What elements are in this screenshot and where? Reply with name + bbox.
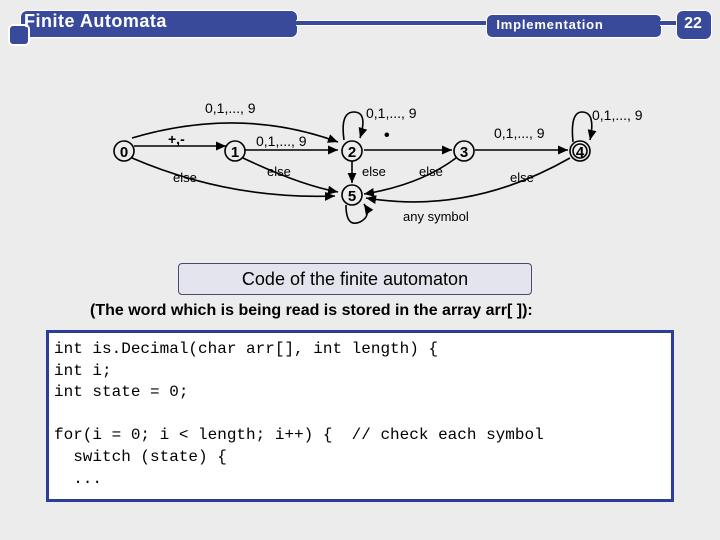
state-3 <box>453 140 475 162</box>
page-number-box <box>676 10 712 40</box>
state-4-label: 4 <box>576 144 585 161</box>
state-2 <box>341 140 363 162</box>
state-5 <box>341 184 363 206</box>
state-0 <box>113 140 135 162</box>
state-4-accept-ring <box>572 143 588 159</box>
label-2-5: else <box>362 164 386 179</box>
label-0-1: +,- <box>168 131 185 147</box>
state-2-label: 2 <box>348 144 356 161</box>
code-block <box>46 330 674 502</box>
state-1 <box>224 140 246 162</box>
code-heading: Code of the finite automaton <box>241 269 469 289</box>
label-1-2: 0,1,..., 9 <box>256 133 307 149</box>
label-4-loop: 0,1,..., 9 <box>592 107 643 123</box>
slide-title: Finite Automata <box>24 11 167 31</box>
label-2-3: • <box>384 127 390 144</box>
label-4-5: else <box>510 170 534 185</box>
label-5-loop: any symbol <box>403 209 469 224</box>
edge-3-5 <box>363 157 457 197</box>
header-divider <box>296 20 486 26</box>
title-bar-knob <box>8 24 30 46</box>
code-line: int is.Decimal(char arr[], int length) { <box>54 340 439 358</box>
label-2-loop: 0,1,..., 9 <box>366 105 417 121</box>
title-bar <box>20 10 298 38</box>
label-3-4: 0,1,..., 9 <box>494 125 545 141</box>
code-line: ... <box>54 470 103 488</box>
edge-4-loop <box>571 111 597 143</box>
state-1-label: 1 <box>231 144 239 161</box>
code-line: int state = 0; <box>54 383 189 401</box>
code-line: for(i = 0; i < length; i++) { // check e… <box>54 426 544 444</box>
page-number: 22 <box>684 15 702 32</box>
edge-5-loop <box>345 203 374 224</box>
label-0-2: 0,1,..., 9 <box>205 100 256 116</box>
automaton-diagram: 0 1 2 3 4 5 +,- else 0,1,..., 9 0,1,...,… <box>113 100 643 224</box>
code-line: switch (state) { <box>54 448 227 466</box>
state-5-label: 5 <box>348 188 356 205</box>
edge-2-loop <box>342 111 368 141</box>
code-note: (The word which is being read is stored … <box>90 302 533 319</box>
state-0-label: 0 <box>120 144 128 161</box>
state-3-label: 3 <box>460 144 468 161</box>
code-line: int i; <box>54 362 112 380</box>
edge-0-5 <box>131 157 336 201</box>
edge-4-5 <box>365 157 571 205</box>
label-3-5: else <box>419 164 443 179</box>
label-0-5: else <box>173 170 197 185</box>
label-1-5: else <box>267 164 291 179</box>
edge-0-2 <box>131 122 339 143</box>
header-divider-right <box>660 20 676 26</box>
code-heading-box <box>178 263 532 295</box>
section-label: Implementation <box>496 17 604 32</box>
section-bar <box>486 14 662 38</box>
edge-1-5 <box>242 157 339 195</box>
